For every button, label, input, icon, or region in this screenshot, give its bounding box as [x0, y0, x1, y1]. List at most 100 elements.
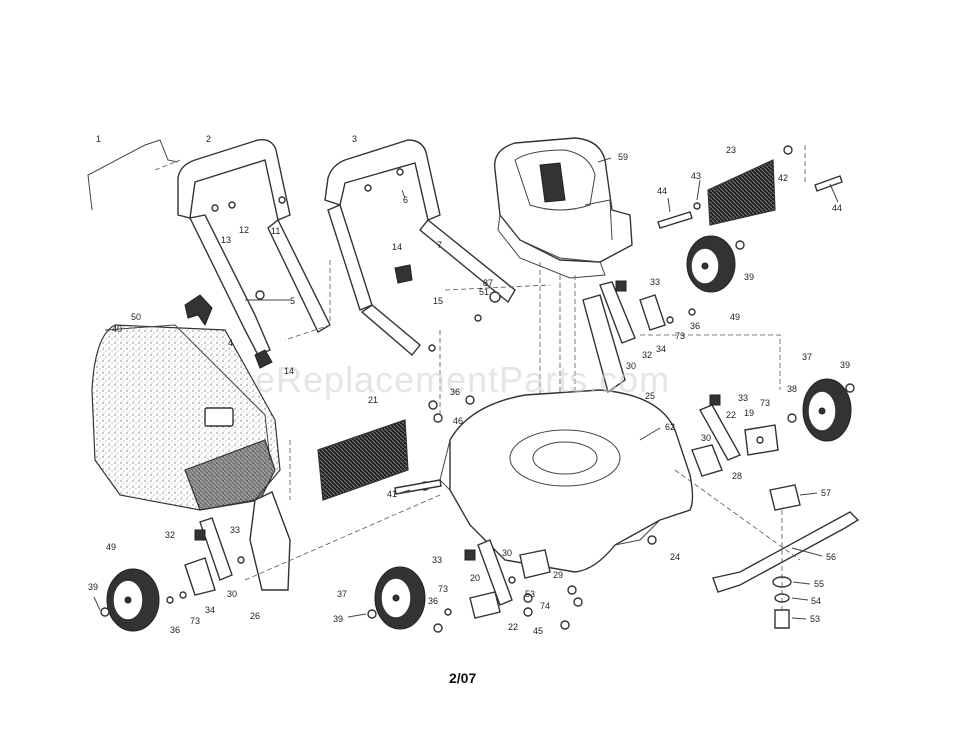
callout-7: 7: [437, 240, 442, 250]
callout-37b: 37: [337, 589, 347, 599]
handle-knob-4: [184, 294, 213, 327]
spring-33-b: [709, 394, 721, 406]
upper-handle: [177, 139, 331, 356]
callout-24: 24: [670, 552, 680, 562]
callout-36b: 36: [450, 387, 460, 397]
handle-knob-14: [394, 264, 413, 284]
grass-bag: [91, 324, 281, 511]
callout-30c: 30: [502, 548, 512, 558]
bracket-26: [249, 491, 291, 591]
callout-38: 38: [787, 384, 797, 394]
callout-59: 59: [618, 152, 628, 162]
callout-25: 25: [645, 391, 655, 401]
callout-32a: 32: [642, 350, 652, 360]
callout-33c: 33: [432, 555, 442, 565]
side-discharge-flap: [707, 159, 776, 226]
callout-4: 4: [228, 338, 233, 348]
callout-39a: 39: [744, 272, 754, 282]
callout-2: 2: [206, 134, 211, 144]
callout-41: 41: [387, 489, 397, 499]
callouts: 1 2 3 4 5 6 7 11 12 13 14 14 15 19 20 21…: [88, 134, 850, 636]
callout-39b: 39: [840, 360, 850, 370]
callout-54: 54: [811, 596, 821, 606]
wheel-front-left: [374, 566, 426, 630]
spring-33-a: [615, 280, 627, 292]
callout-56: 56: [826, 552, 836, 562]
callout-6: 6: [403, 195, 408, 205]
callout-50: 50: [131, 312, 141, 322]
engine: [493, 137, 633, 279]
callout-20: 20: [470, 573, 480, 583]
callout-40: 40: [112, 324, 122, 334]
blade-adapter: [769, 484, 801, 511]
callout-12: 12: [239, 225, 249, 235]
rear-flap: [317, 419, 409, 501]
plate-29: [519, 549, 551, 579]
callout-51: 51: [479, 287, 489, 297]
callout-11: 11: [271, 226, 280, 236]
callout-73c: 73: [438, 584, 448, 594]
callout-22a: 22: [726, 410, 736, 420]
callout-45: 45: [533, 626, 543, 636]
callout-39d: 39: [88, 582, 98, 592]
lower-handle: [324, 139, 516, 357]
bracket-25: [582, 294, 626, 394]
callout-14b: 14: [284, 366, 294, 376]
callout-22b: 22: [508, 622, 518, 632]
callout-36d: 36: [170, 625, 180, 635]
callout-53b: 53: [810, 614, 820, 624]
callout-36a: 36: [690, 321, 700, 331]
blade-bolt: [774, 609, 790, 629]
callout-30a: 30: [626, 361, 636, 371]
callout-39c: 39: [333, 614, 343, 624]
wheel-front-right: [686, 235, 736, 293]
callout-30b: 30: [701, 433, 711, 443]
callout-28: 28: [732, 471, 742, 481]
spring-33-d: [194, 529, 206, 541]
callout-21: 21: [368, 395, 378, 405]
callout-49a: 49: [730, 312, 740, 322]
callout-44a: 44: [657, 186, 667, 196]
axle-bracket-34: [639, 294, 666, 331]
callout-34b: 34: [205, 605, 215, 615]
callout-57: 57: [821, 488, 831, 498]
callout-74: 74: [540, 601, 550, 611]
callout-33d: 33: [230, 525, 240, 535]
wheel-rear-left: [106, 568, 160, 632]
callout-1: 1: [96, 134, 101, 144]
callout-87: 87: [483, 278, 493, 288]
callout-30d: 30: [227, 589, 237, 599]
hardware: [100, 145, 855, 633]
callout-15: 15: [433, 296, 443, 306]
callout-23: 23: [726, 145, 736, 155]
callout-42: 42: [778, 173, 788, 183]
callout-13: 13: [221, 235, 231, 245]
callout-19: 19: [744, 408, 754, 418]
spring-33-c: [464, 549, 476, 561]
callout-32b: 32: [165, 530, 175, 540]
lever-left-rear: [199, 517, 233, 581]
callout-43: 43: [691, 171, 701, 181]
callout-53a: 53: [525, 589, 535, 599]
plate-28: [691, 444, 723, 477]
control-bar: [87, 139, 179, 211]
callout-46: 46: [453, 416, 463, 426]
leader-lines: [93, 157, 839, 620]
callout-55: 55: [814, 579, 824, 589]
handle-knob-lower: [254, 349, 273, 369]
callout-37a: 37: [802, 352, 812, 362]
lever-left-front: [477, 539, 513, 606]
callout-26: 26: [250, 611, 260, 621]
callout-49b: 49: [106, 542, 116, 552]
callout-33a: 33: [650, 277, 660, 287]
callout-73d: 73: [190, 616, 200, 626]
callout-73a: 73: [675, 331, 685, 341]
watermark: eReplacementParts.com: [255, 359, 670, 400]
callout-29: 29: [553, 570, 563, 580]
callout-33b: 33: [738, 393, 748, 403]
callout-44b: 44: [832, 203, 842, 213]
callout-5: 5: [290, 296, 295, 306]
callout-3: 3: [352, 134, 357, 144]
